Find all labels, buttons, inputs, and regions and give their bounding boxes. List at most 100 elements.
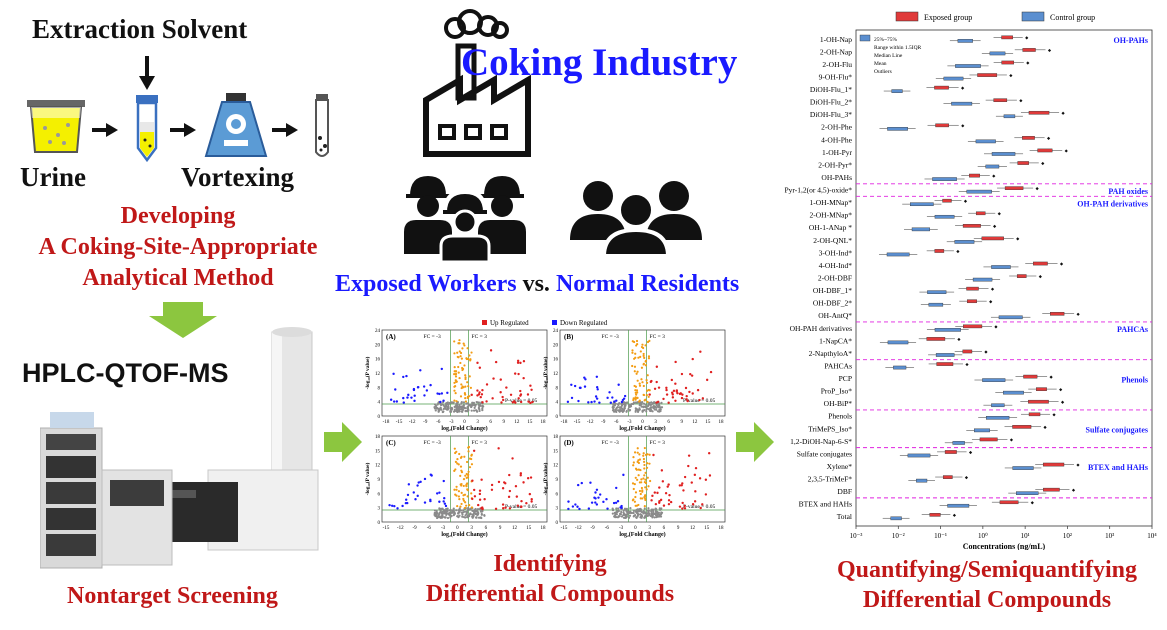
legend-up-label: Up Regulated [490,319,529,327]
point-up [478,366,482,369]
point-up [507,495,511,499]
point-orange [635,389,639,392]
point-gray [474,404,477,407]
y-tick-label: 12 [375,464,381,469]
point-gray [452,507,455,510]
control-box [985,164,1000,169]
point-gray [646,405,650,408]
outlier-marker [1071,488,1076,492]
exposed-box [966,286,979,291]
point-down [392,400,396,403]
point-down [596,388,599,391]
point-orange [638,382,641,385]
point-gray [465,510,469,513]
point-orange [460,491,463,494]
point-gray [466,514,469,517]
point-up [678,484,682,487]
y-tick-label: 0 [378,521,381,526]
point-up [471,479,474,482]
point-up [688,390,691,394]
point-orange [458,498,461,501]
point-orange [636,370,639,373]
point-gray [639,513,642,516]
exposed-box [1004,186,1024,190]
point-down [620,506,623,509]
exposed-box [934,85,949,90]
point-orange [464,397,467,400]
x-tick-label: 10⁰ [978,532,988,540]
point-down [416,484,419,487]
point-orange [467,385,470,388]
point-gray [479,516,483,519]
exposed-box [1012,425,1032,429]
legend-down-label: Down Regulated [560,319,608,327]
point-up [691,503,695,506]
point-down [580,481,583,485]
point-gray [453,405,456,409]
point-down [407,393,410,397]
point-up [520,499,523,503]
point-down [620,504,623,508]
point-up [500,401,503,404]
y-tick-label: 3 [556,507,559,512]
x-tick-label: 9 [677,526,680,531]
point-up [526,476,530,480]
point-orange [454,460,458,463]
point-up [499,378,502,381]
point-orange [640,366,644,369]
control-box [887,127,908,131]
boxplot-row: Phenols [828,412,1056,421]
y-axis-label: -log₁₀(P value) [542,356,549,389]
vortexing-label: Vortexing [181,162,294,192]
x-tick-label: -9 [590,526,595,531]
point-orange [634,495,637,499]
control-box [890,516,902,521]
group-label: Phenols [1121,375,1148,384]
point-orange [640,486,644,490]
point-orange [460,386,463,390]
control-box [974,428,990,433]
panel-label: (C) [386,439,396,447]
point-gray [458,409,461,413]
point-orange [631,351,634,354]
point-orange [640,481,643,484]
point-orange [453,447,456,450]
point-orange [646,374,649,377]
point-up [508,507,512,510]
row-label: OH-DBF_2* [813,299,852,308]
x-tick-label: -3 [441,526,446,531]
control-box [982,378,1006,382]
point-up [520,505,523,509]
point-up [705,378,709,382]
point-orange [635,339,639,343]
point-up [683,504,686,508]
point-orange [639,497,642,500]
point-down [614,501,618,504]
point-down [605,498,608,501]
point-down [423,501,427,504]
point-down [608,391,611,394]
point-gray [625,509,628,513]
point-down [620,400,624,404]
point-orange [459,351,463,355]
point-gray [453,408,456,411]
point-up [650,499,653,502]
point-up [698,477,702,480]
x-axis-label: log₂(Fold Change) [619,425,665,432]
boxplot-row: ProP_Iso* [821,387,1063,396]
x-tick-label: 10² [1063,532,1072,540]
outlier-marker [1064,149,1068,153]
point-orange [639,468,642,472]
row-label: 2-OH-QNL* [813,236,852,245]
y-tick-label: 0 [556,415,559,420]
boxplot-row: 9-OH-Flu* [819,72,1013,81]
x-tick-label: -12 [575,526,582,531]
point-up [472,488,476,492]
outlier-marker [1035,187,1039,191]
point-up [508,473,511,477]
point-up [531,400,534,404]
point-up [708,474,712,477]
point-up [685,398,688,401]
point-orange [636,379,639,382]
